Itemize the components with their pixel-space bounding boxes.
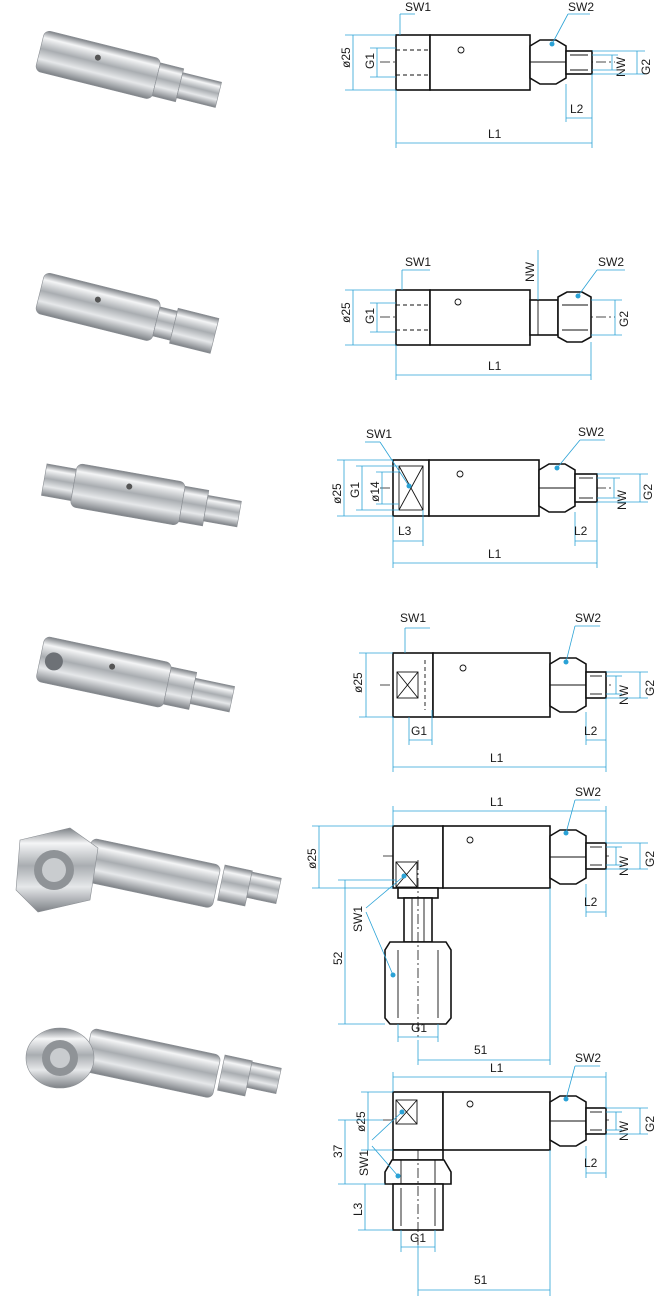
label-nw: NW <box>615 489 629 510</box>
label-l1: L1 <box>488 359 502 373</box>
label-g1: G1 <box>363 308 377 324</box>
label-51: 51 <box>474 1043 488 1057</box>
label-l1: L1 <box>490 751 504 765</box>
drawing-3: SW1 SW2 ø25 G1 ø14 NW G2 L3 L2 L1 <box>330 425 655 568</box>
label-sw1: SW1 <box>357 1150 371 1176</box>
label-g2: G2 <box>643 680 657 696</box>
label-d25: ø25 <box>351 672 365 693</box>
label-g1: G1 <box>411 1021 427 1035</box>
label-g2: G2 <box>643 1116 657 1132</box>
label-sw1: SW1 <box>405 255 431 269</box>
label-sw2: SW2 <box>578 425 604 439</box>
drawing-2: SW1 SW2 NW ø25 G1 G2 L1 <box>339 250 631 380</box>
label-d25: ø25 <box>305 848 319 869</box>
drawing-5: L1 SW2 ø25 NW G2 SW1 L2 52 G1 51 <box>305 785 657 1065</box>
label-l2: L2 <box>574 524 588 538</box>
label-g2: G2 <box>617 311 631 327</box>
label-l3: L3 <box>398 524 412 538</box>
label-g1: G1 <box>348 482 362 498</box>
label-sw1: SW1 <box>366 427 392 441</box>
label-g2: G2 <box>641 484 655 500</box>
photo-straight-male-male <box>35 30 222 108</box>
label-nw: NW <box>523 261 537 282</box>
label-g2: G2 <box>643 851 657 867</box>
label-sw1: SW1 <box>400 611 426 625</box>
photo-straight-male-male-long <box>41 463 242 528</box>
label-g1: G1 <box>363 53 377 69</box>
label-l2: L2 <box>584 1156 598 1170</box>
label-sw2: SW2 <box>598 255 624 269</box>
photo-straight-female <box>35 272 220 354</box>
label-l1: L1 <box>488 547 502 561</box>
label-sw2: SW2 <box>568 0 594 14</box>
drawing-4: SW1 SW2 ø25 G1 NW G2 L2 L1 <box>351 611 657 772</box>
label-d25: ø25 <box>339 47 353 68</box>
label-l1: L1 <box>488 127 502 141</box>
label-l2: L2 <box>570 102 584 116</box>
label-g1: G1 <box>410 1231 426 1245</box>
label-d25: ø25 <box>339 302 353 323</box>
photo-angled-female-short <box>25 1027 282 1098</box>
label-sw2: SW2 <box>575 785 601 799</box>
drawing-1: SW1 SW2 ø25 G1 NW G2 L2 L1 <box>339 0 653 148</box>
label-g1: G1 <box>411 724 427 738</box>
label-nw: NW <box>617 855 631 876</box>
label-sw2: SW2 <box>575 1051 601 1065</box>
label-37: 37 <box>331 1144 345 1158</box>
photo-angled-female <box>15 827 282 913</box>
drawing-6: L1 SW2 ø25 NW G2 37 SW1 L2 L3 G1 51 <box>331 1051 657 1296</box>
label-sw2: SW2 <box>575 611 601 625</box>
label-g2: G2 <box>639 59 653 75</box>
label-l3: L3 <box>351 1202 365 1216</box>
label-l2: L2 <box>584 895 598 909</box>
label-52: 52 <box>331 951 345 965</box>
label-l1: L1 <box>490 795 504 809</box>
label-nw: NW <box>617 1120 631 1141</box>
label-d14: ø14 <box>368 481 382 502</box>
label-sw1: SW1 <box>351 906 365 932</box>
label-nw: NW <box>617 684 631 705</box>
photo-straight-female-inlet <box>36 636 235 713</box>
label-51: 51 <box>474 1273 488 1287</box>
label-l2: L2 <box>584 724 598 738</box>
label-d25: ø25 <box>330 483 344 504</box>
label-l1: L1 <box>490 1061 504 1075</box>
label-sw1: SW1 <box>405 0 431 14</box>
label-d25: ø25 <box>354 1111 368 1132</box>
label-nw: NW <box>614 56 628 77</box>
